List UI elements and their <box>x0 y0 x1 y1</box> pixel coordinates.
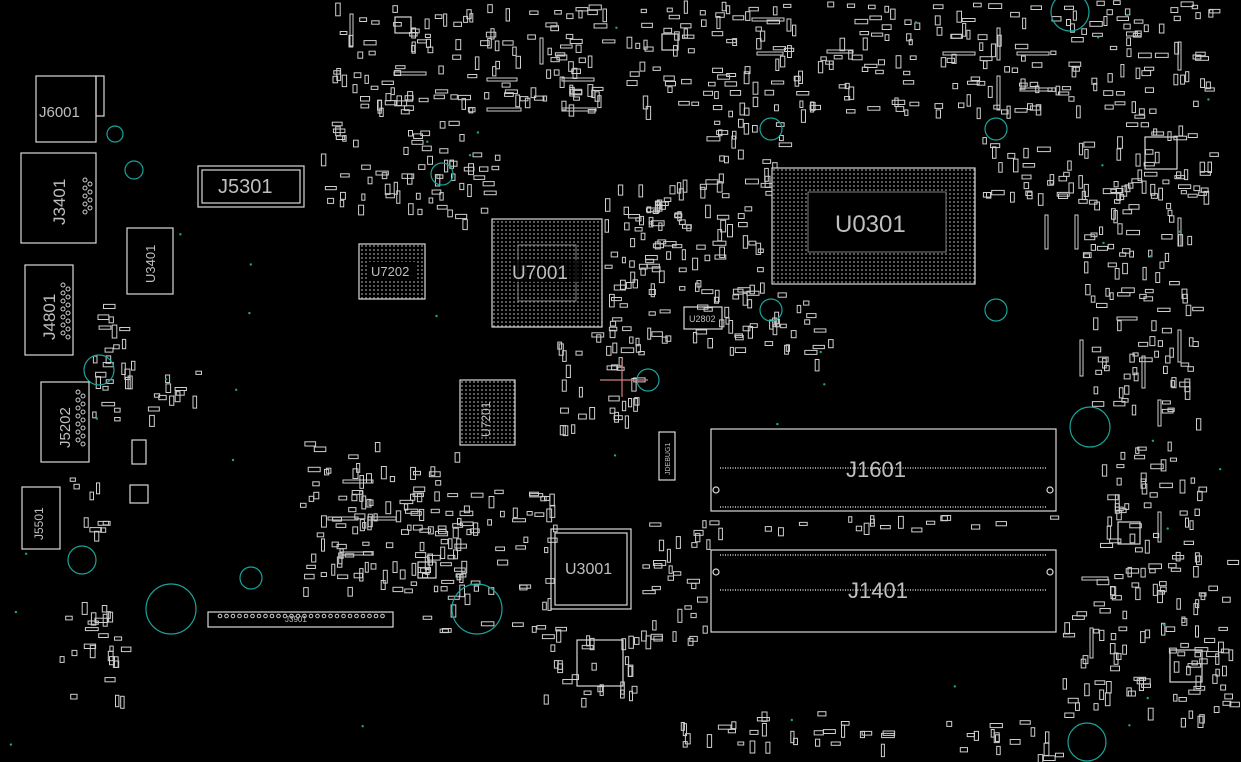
connector-j5301[interactable]: J5301 <box>197 165 305 208</box>
label-j3901: J3901 <box>285 615 307 624</box>
label-u2802: U2802 <box>689 314 716 324</box>
small-chips <box>129 16 1203 687</box>
mounting-holes <box>67 0 1111 762</box>
label-j3401: J3401 <box>50 179 69 225</box>
label-u3001: U3001 <box>565 561 612 578</box>
label-u7001: U7001 <box>512 263 568 284</box>
chip-u7001[interactable]: U7001 <box>491 218 603 328</box>
label-jdebug1: JDEBUG1 <box>665 443 672 475</box>
label-u3401: U3401 <box>143 245 158 283</box>
chip-u3001[interactable]: U3001 <box>550 528 632 610</box>
connector-jdebug1[interactable]: JDEBUG1 <box>658 431 676 481</box>
label-j1401: J1401 <box>848 578 908 603</box>
connector-j1601[interactable]: J1601 <box>710 428 1057 512</box>
label-j5501: J5501 <box>32 507 46 540</box>
via-holes <box>9 13 1222 746</box>
connector-j4801[interactable]: J4801 <box>24 264 74 356</box>
connector-j3401[interactable]: J3401 <box>20 152 97 244</box>
connector-j6001[interactable]: J6001 <box>35 75 105 143</box>
chip-u0301[interactable]: U0301 <box>771 167 976 285</box>
label-u7201: U7201 <box>479 401 493 437</box>
connector-j1401[interactable]: J1401 <box>710 549 1057 633</box>
trace <box>600 360 648 397</box>
chip-u7201[interactable]: U7201 <box>459 379 516 446</box>
label-j5202: J5202 <box>57 407 74 448</box>
chip-u2802[interactable]: U2802 <box>683 306 723 330</box>
connector-j3901[interactable]: J3901 <box>207 611 394 628</box>
label-u0301: U0301 <box>835 211 906 238</box>
chip-u7202[interactable]: U7202 <box>358 243 426 300</box>
smd-pads <box>59 0 1240 762</box>
label-j6001: J6001 <box>39 104 80 121</box>
connector-j5202[interactable]: J5202 <box>40 381 90 463</box>
label-j1601: J1601 <box>846 457 906 482</box>
label-u7202: U7202 <box>371 264 409 279</box>
connector-j5501[interactable]: J5501 <box>21 486 61 550</box>
chip-u3401[interactable]: U3401 <box>126 227 174 295</box>
label-j4801: J4801 <box>40 294 59 340</box>
label-j5301: J5301 <box>218 176 273 198</box>
